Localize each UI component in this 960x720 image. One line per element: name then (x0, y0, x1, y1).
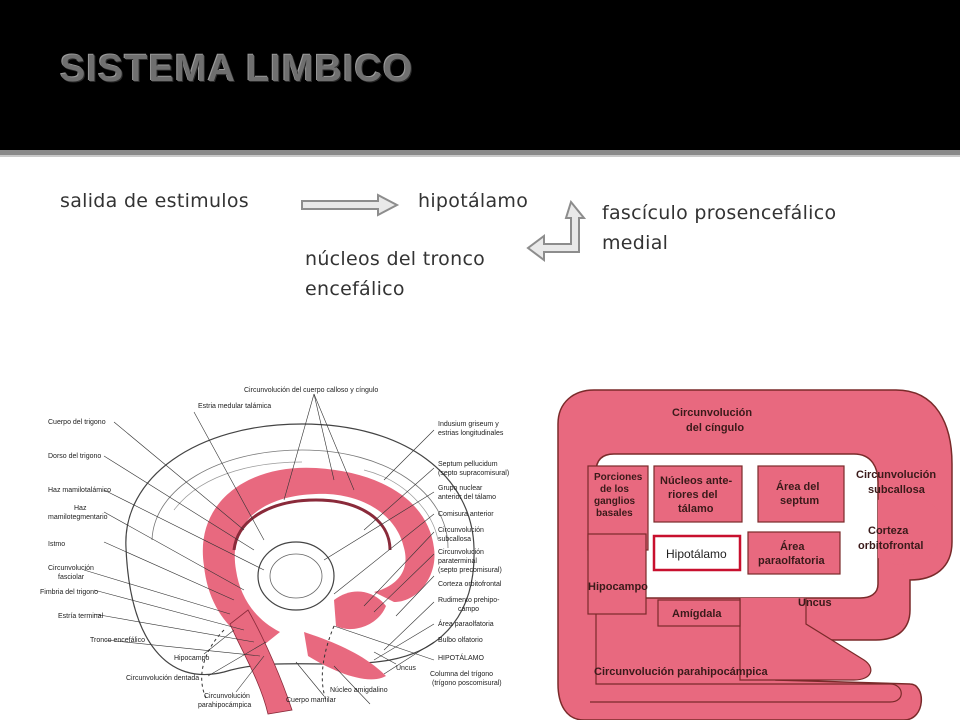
schema-subcallosa-label-1: Circunvolución (856, 469, 936, 481)
label-bottom-4: Cuerpo mamilar (286, 697, 336, 704)
flow-pathway-line-2: medial (602, 232, 669, 254)
flow-elbow-arrow-icon (526, 200, 587, 262)
header-rule (0, 150, 960, 155)
label-right-2: Septum pellucidum (438, 461, 498, 468)
box-paraolfatoria-line-1: Área (780, 540, 805, 553)
slide-title: SISTEMA LIMBICO (60, 48, 414, 90)
label-left-2: Dorso del trigono (48, 453, 101, 460)
label-right-5: anterior del tálamo (438, 494, 496, 501)
header-rule-light (0, 155, 960, 157)
label-right-1: estrias longitudinales (438, 430, 504, 437)
flow-source: salida de estimulos (60, 190, 250, 212)
label-right-10: paraterminal (438, 558, 477, 565)
label-right-3: (septo supracomisural) (438, 470, 509, 477)
schema-parahipocampica-label: Circunvolución parahipocámpica (594, 666, 768, 678)
label-right-0: Indusium griseum y (438, 421, 499, 428)
label-bottom-6: Uncus (396, 665, 416, 672)
label-right-7: Circunvolución (438, 527, 484, 534)
label-right-11: (septo precomisural) (438, 567, 502, 574)
title-bar (0, 0, 960, 150)
label-right-6: Comisura anterior (438, 511, 494, 518)
box-porciones-line-4: basales (596, 508, 633, 519)
schema-subcallosa-label-2: subcallosa (868, 484, 926, 496)
label-left-7: Circunvolución (48, 565, 94, 572)
label-right-4: Grupo nuclear (438, 485, 483, 492)
label-bottom-2: Circunvolución (204, 693, 250, 700)
box-amigdala (657, 599, 741, 627)
flow-arrow-right-icon (301, 193, 400, 217)
label-left-8: fasciolar (58, 574, 85, 581)
label-top: Circunvolución del cuerpo calloso y cíng… (244, 387, 378, 394)
label-bottom-0: Hipocampo (174, 655, 210, 662)
schema-cingulo-label-1: Circunvolución (672, 407, 752, 419)
label-left-6: Istmo (48, 541, 65, 548)
box-hipotalamo (652, 534, 742, 572)
box-porciones-line-2: de los (600, 484, 629, 495)
box-paraolfatoria-line-2: paraolfatoria (758, 555, 826, 567)
label-left-0: Cuerpo del trigono (48, 419, 106, 426)
label-right-13: Rudimento prehipo- (438, 597, 500, 604)
label-left-11: Tronco encefálico (90, 637, 145, 644)
flow-pathway: fascículo prosencefálico medial (602, 198, 836, 258)
label-right-16: Bulbo olfatorio (438, 637, 483, 644)
box-nucleos-line-2: riores del (668, 489, 718, 501)
box-hipocampo (587, 533, 647, 615)
box-septum-line-1: Área del (776, 480, 819, 493)
schema-cingulo-shape (557, 389, 953, 720)
box-porciones-line-3: ganglios (594, 496, 636, 507)
label-right-9: Circunvolución (438, 549, 484, 556)
label-right-8: subcallosa (438, 536, 471, 543)
label-bottom-3: parahipocámpica (198, 702, 251, 709)
schema-cingulo-label-2: del cíngulo (686, 422, 744, 434)
box-nucleos (653, 465, 743, 523)
box-amigdala-label: Amígdala (672, 608, 722, 620)
label-right-12: Corteza orbitofrontal (438, 581, 502, 588)
label-bottom-1: Circunvolución dentada (126, 675, 199, 682)
brain-illustration: Circunvolución del cuerpo calloso y cíng… (40, 387, 509, 715)
label-right-15: Área paraolfatoria (438, 619, 494, 628)
box-paraolfatoria (747, 531, 841, 575)
label-left-10: Estría terminal (58, 613, 104, 620)
flow-target: hipotálamo (418, 190, 529, 212)
flow-destination: núcleos del tronco encefálico (305, 244, 485, 304)
label-right-18: Columna del trígono (430, 671, 493, 678)
label-bottom-5: Núcleo amigdalino (330, 687, 388, 694)
box-nucleos-line-3: tálamo (678, 503, 714, 515)
flow-pathway-line-1: fascículo prosencefálico (602, 202, 837, 224)
label-left-3: Haz mamilotalámico (48, 487, 111, 494)
flow-destination-line-2: encefálico (305, 278, 405, 300)
label-left-9: Fimbria del trigono (40, 589, 98, 596)
label-right-14: campo (458, 606, 479, 613)
label-left-5: mamilotegmentario (48, 514, 108, 521)
box-hipotalamo-label: Hipotálamo (666, 547, 727, 561)
label-right-19: (trígono poscomisural) (432, 680, 502, 687)
schema-uncus-label: Uncus (798, 597, 832, 609)
box-hipocampo-label: Hipocampo (588, 581, 648, 593)
flow-destination-line-1: núcleos del tronco (305, 248, 486, 270)
limbic-schema-diagram: Circunvolución del cíngulo Circunvolució… (557, 389, 953, 720)
schema-orbitofrontal-label-1: Corteza (868, 525, 909, 537)
box-septum (757, 465, 845, 523)
label-left-4: Haz (74, 505, 87, 512)
label-right-17: HIPOTÁLAMO (438, 653, 484, 662)
label-left-1: Estria medular talámica (198, 403, 271, 410)
box-porciones-line-1: Porciones (594, 472, 643, 483)
schema-orbitofrontal-label-2: orbitofrontal (858, 540, 923, 552)
box-septum-line-2: septum (780, 495, 819, 507)
box-nucleos-line-1: Núcleos ante- (660, 475, 732, 487)
